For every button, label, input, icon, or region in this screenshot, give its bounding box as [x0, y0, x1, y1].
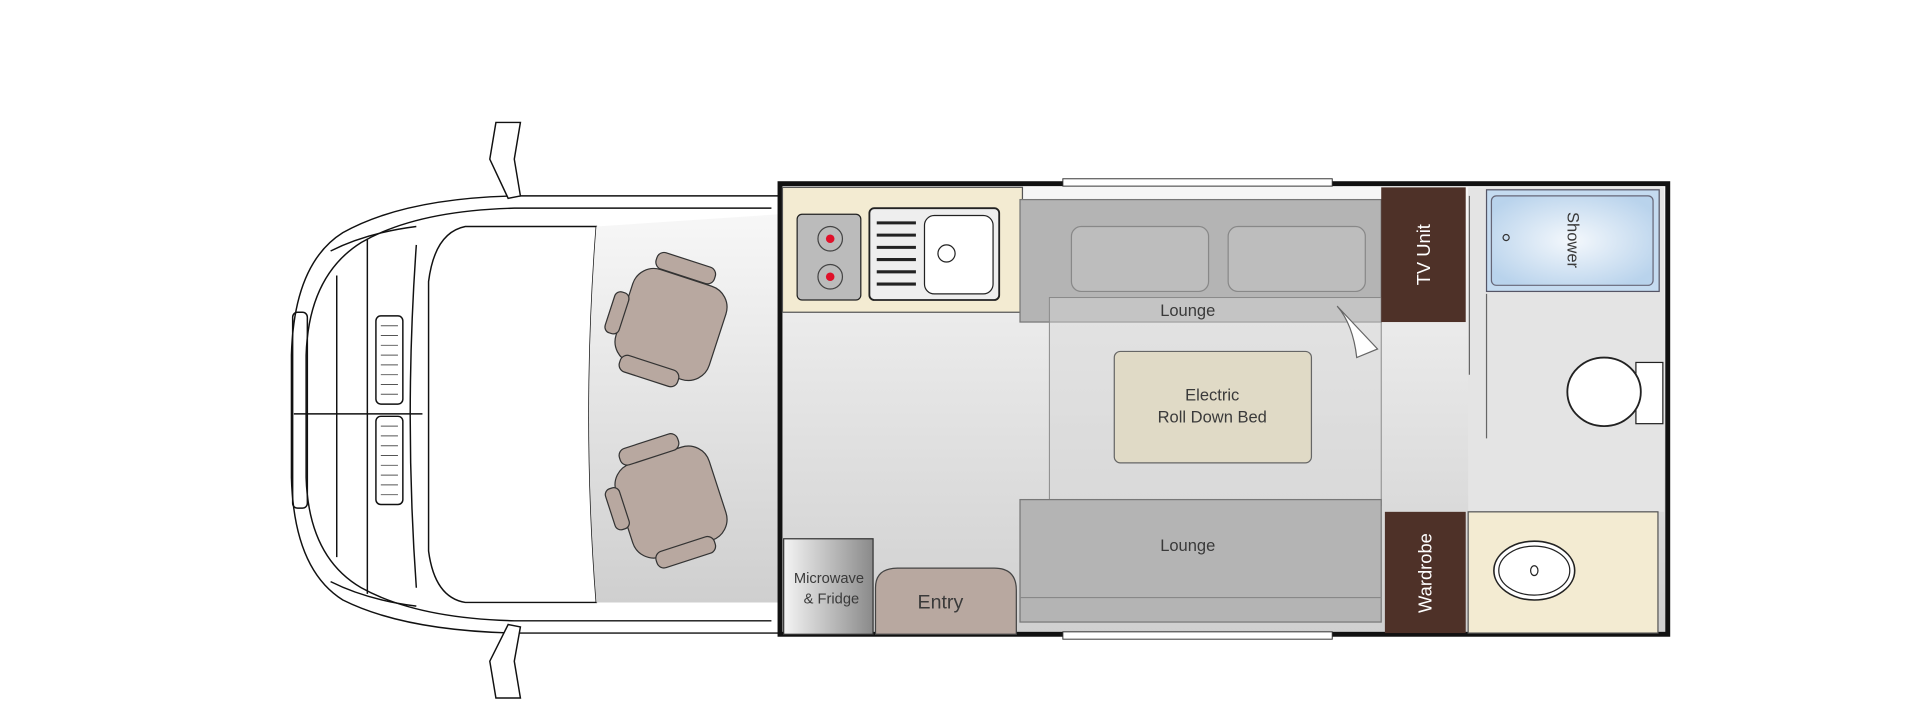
- toilet: [1566, 356, 1664, 428]
- bed-label-line2: Roll Down Bed: [1158, 407, 1267, 426]
- cab: [290, 121, 779, 699]
- kitchen-bench: [781, 186, 1024, 313]
- tv-unit: TV Unit: [1381, 187, 1466, 323]
- lounge-rear-label: Lounge: [1160, 536, 1215, 555]
- wardrobe-label: Wardrobe: [1414, 533, 1435, 613]
- shower-label: Shower: [1563, 212, 1582, 268]
- lounge-rear: Lounge: [1019, 498, 1382, 623]
- passenger-seat: [604, 433, 728, 569]
- tv-unit-label: TV Unit: [1413, 224, 1434, 285]
- driver-seat: [604, 251, 728, 388]
- lounge-front: [1019, 198, 1382, 323]
- microwave-fridge-label-line1: Microwave: [794, 571, 864, 587]
- bed-label-line1: Electric: [1185, 385, 1239, 404]
- grille-lower: [375, 415, 404, 506]
- vanity-basin: [1467, 511, 1659, 634]
- mirror-left: [489, 121, 522, 200]
- grille-upper: [375, 315, 404, 405]
- wardrobe: Wardrobe: [1384, 511, 1466, 634]
- entry-step: Entry: [874, 567, 1017, 635]
- burner-icon: [825, 234, 835, 244]
- bathroom: Shower: [1467, 187, 1665, 634]
- burner-icon: [825, 272, 835, 282]
- roll-down-bed: Electric Roll Down Bed: [1048, 297, 1382, 507]
- cooktop: [796, 213, 862, 301]
- sink: [868, 207, 1001, 301]
- lounge-front-label: Lounge: [1160, 301, 1215, 320]
- microwave-fridge-label-line2: & Fridge: [804, 592, 860, 608]
- microwave-fridge: Microwave & Fridge: [783, 538, 874, 635]
- entry-label: Entry: [918, 592, 964, 614]
- mirror-right: [489, 623, 522, 699]
- shower: Shower: [1485, 189, 1660, 293]
